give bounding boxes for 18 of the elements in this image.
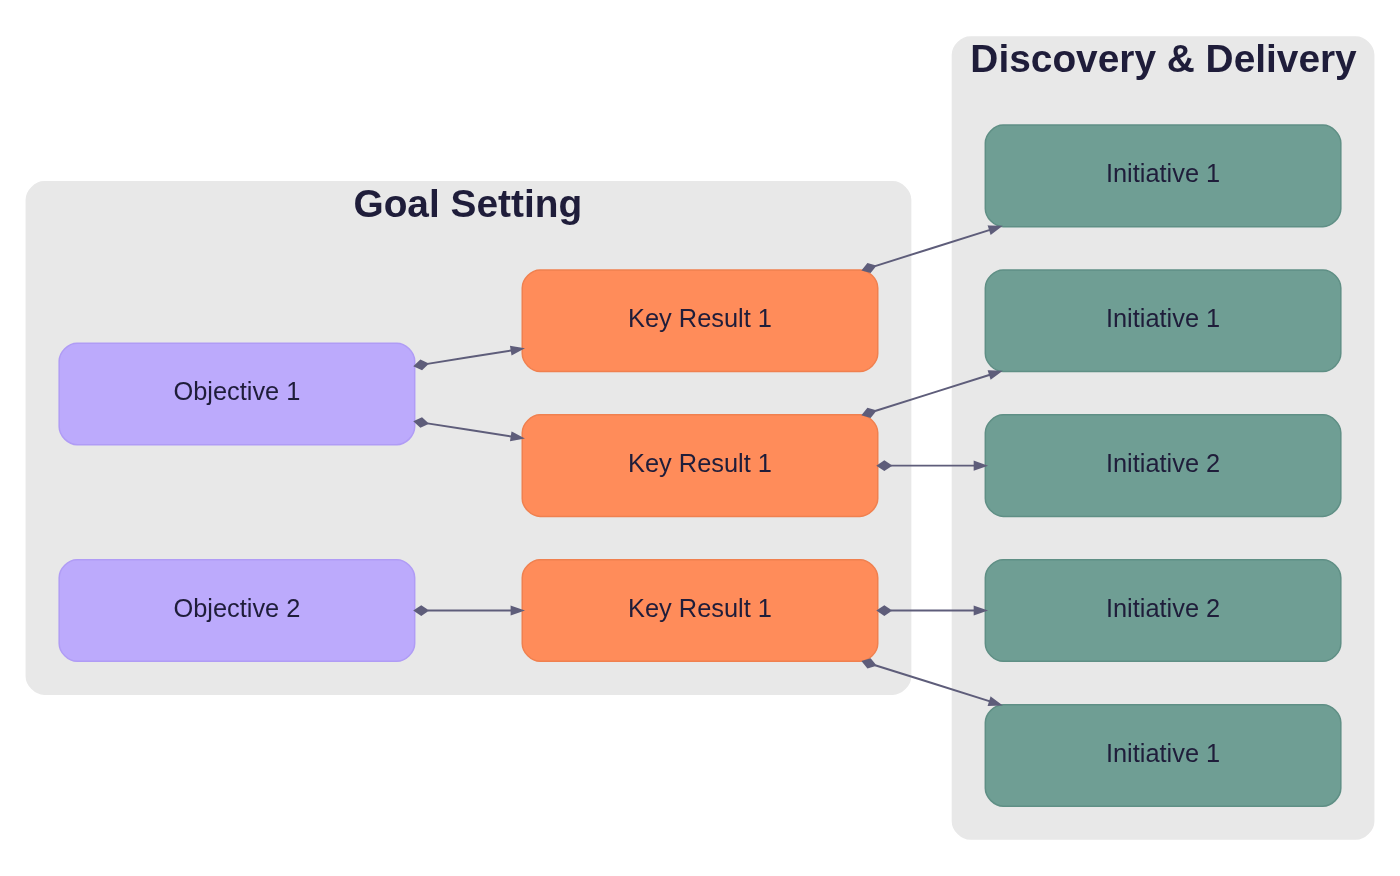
arrow <box>861 658 1003 706</box>
node-box: Key Result 1 <box>521 414 879 518</box>
node-box: Initiative 2 <box>984 414 1342 518</box>
arrow <box>413 417 525 442</box>
arrow <box>876 605 989 616</box>
arrow <box>861 225 1003 274</box>
node-box: Key Result 1 <box>521 269 879 373</box>
node-box: Objective 2 <box>58 559 416 663</box>
arrow <box>861 370 1003 418</box>
arrow <box>876 460 989 471</box>
node-box: Objective 1 <box>58 342 416 446</box>
node-box: Key Result 1 <box>521 559 879 663</box>
arrow <box>413 345 525 371</box>
node-box: Initiative 1 <box>984 269 1342 373</box>
node-box: Initiative 1 <box>984 703 1342 807</box>
node-box: Initiative 1 <box>984 124 1342 228</box>
node-box: Initiative 2 <box>984 559 1342 663</box>
arrow <box>413 605 525 616</box>
